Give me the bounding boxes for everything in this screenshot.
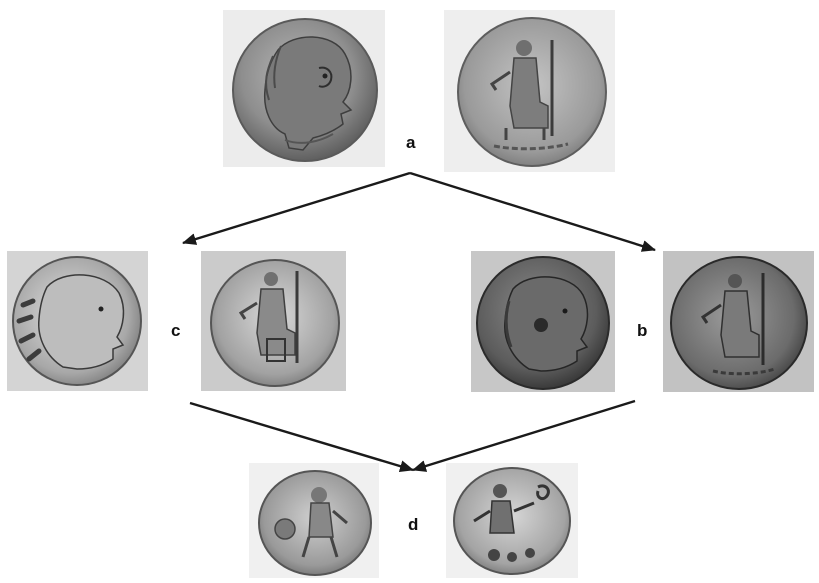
coin-d-reverse <box>446 463 578 578</box>
label-c: c <box>171 322 180 339</box>
arrow-a-to-c <box>183 173 410 243</box>
coin-c-reverse <box>201 251 346 391</box>
label-d: d <box>408 516 418 533</box>
coin-b-reverse <box>663 251 814 392</box>
arrow-b-to-d <box>413 401 635 470</box>
coin-a-reverse <box>444 10 615 172</box>
coin-c-obverse <box>7 251 148 391</box>
coin-a-obverse <box>223 10 385 167</box>
arrow-c-to-d <box>190 403 413 470</box>
label-b: b <box>637 322 647 339</box>
coin-b-obverse <box>471 251 615 392</box>
arrow-a-to-b <box>410 173 655 250</box>
coin-d-obverse <box>249 463 379 578</box>
label-a: a <box>406 134 415 151</box>
